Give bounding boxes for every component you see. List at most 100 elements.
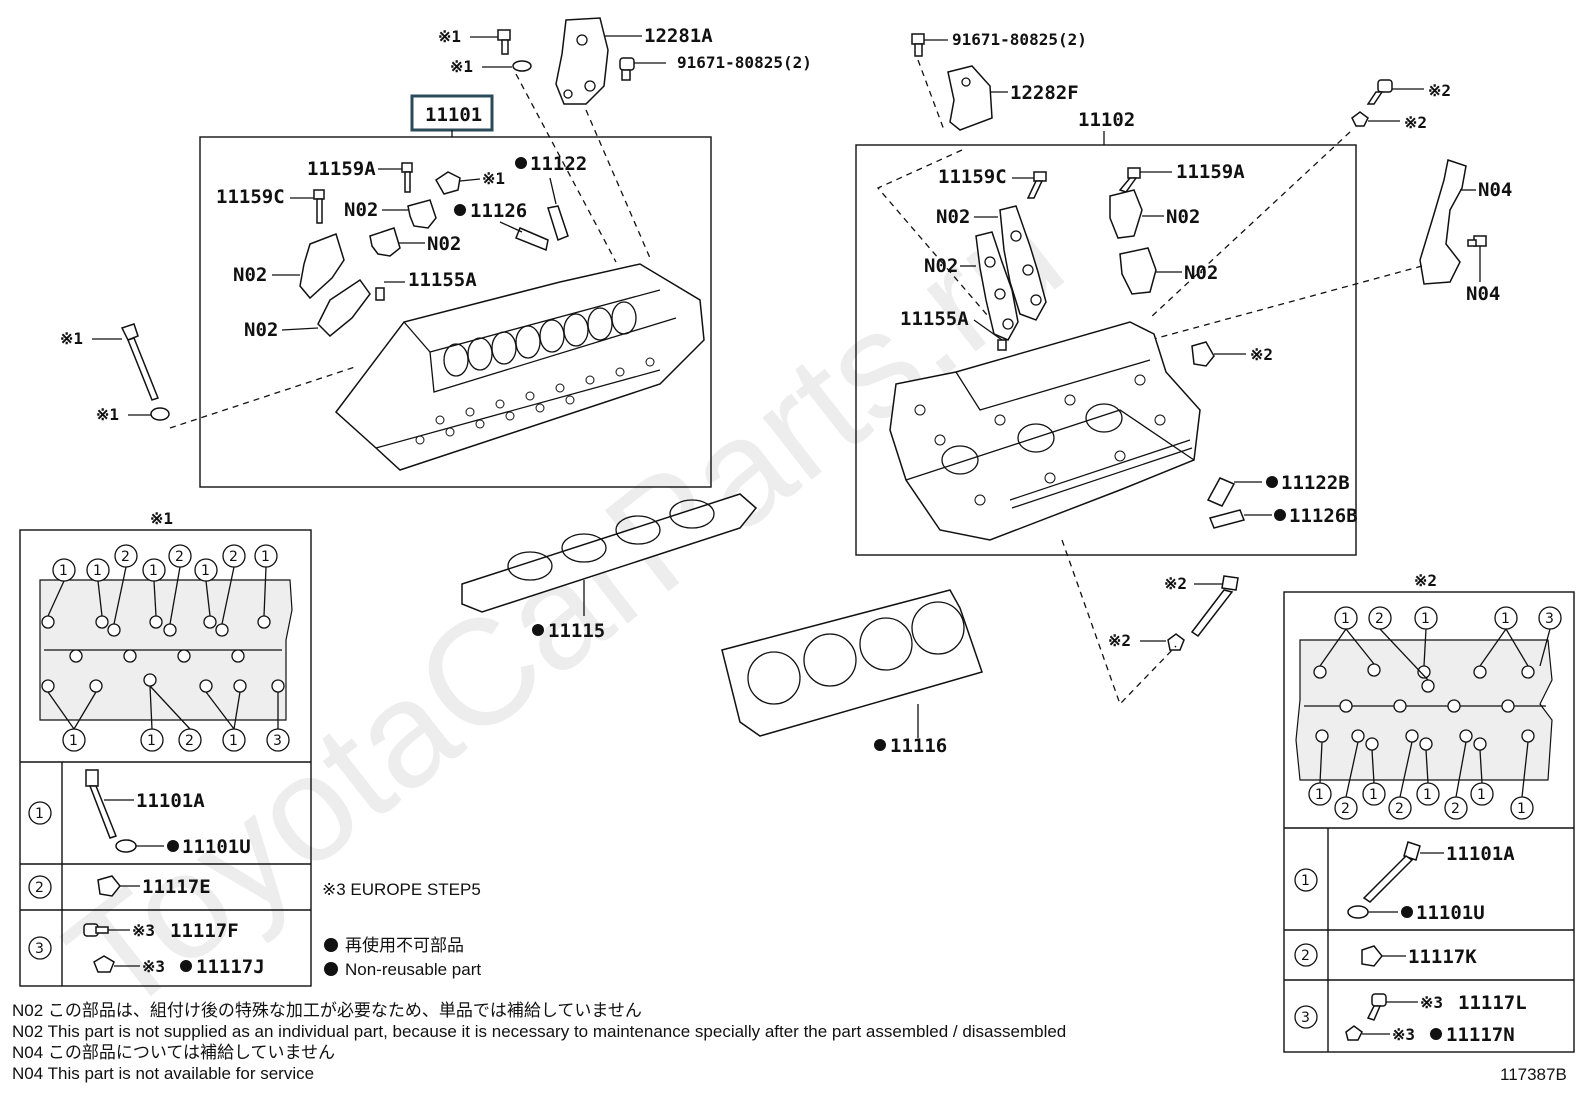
pin-icon[interactable] bbox=[997, 339, 1007, 351]
left-row1-washer[interactable]: 11101U bbox=[182, 836, 251, 858]
cam-cap-icon[interactable] bbox=[299, 233, 345, 300]
part-label-n02-r-a[interactable]: N02 bbox=[936, 206, 970, 228]
part-label-12282f[interactable]: 12282F bbox=[1010, 82, 1079, 104]
svg-text:2: 2 bbox=[185, 733, 194, 749]
long-bolt-icon[interactable] bbox=[1190, 575, 1239, 638]
right-row3-part-b[interactable]: 11117N bbox=[1446, 1024, 1515, 1046]
part-label-n04-a[interactable]: N04 bbox=[1478, 179, 1512, 201]
svg-text:1: 1 bbox=[1477, 787, 1486, 803]
bolt-icon[interactable] bbox=[497, 29, 511, 55]
right-row1-part[interactable]: 11101A bbox=[1446, 843, 1515, 865]
part-label-91671-a[interactable]: 91671-80825(2) bbox=[677, 53, 812, 72]
right-head-part-number[interactable]: 11102 bbox=[1078, 109, 1135, 131]
footnote-n02-en: N02 This part is not supplied as an indi… bbox=[12, 1022, 1066, 1041]
right-row2-part[interactable]: 11117K bbox=[1408, 946, 1477, 968]
left-row3-ref-a: ※3 bbox=[132, 921, 155, 940]
bolt-icon[interactable] bbox=[1118, 167, 1141, 193]
washer-icon[interactable] bbox=[150, 407, 170, 421]
head-gasket-11116-illustration[interactable] bbox=[721, 589, 983, 737]
washer-icon[interactable] bbox=[115, 839, 137, 853]
left-row1-part[interactable]: 11101A bbox=[136, 790, 205, 812]
bolt-icon[interactable] bbox=[1026, 171, 1047, 199]
bracket-12281a-icon[interactable] bbox=[555, 17, 609, 105]
bolt-icon[interactable] bbox=[911, 33, 925, 57]
right-row3-num: 3 bbox=[1301, 1010, 1310, 1026]
part-label-n02-a[interactable]: N02 bbox=[344, 199, 378, 221]
part-label-n02-r-d[interactable]: N02 bbox=[1184, 262, 1218, 284]
part-label-11155a-left[interactable]: 11155A bbox=[408, 269, 477, 291]
cap-nut-icon[interactable] bbox=[435, 171, 461, 195]
part-label-12281a[interactable]: 12281A bbox=[644, 25, 713, 47]
part-label-11159a-left[interactable]: 11159A bbox=[307, 158, 376, 180]
svg-text:2: 2 bbox=[1375, 611, 1384, 627]
part-label-11126b[interactable]: 11126B bbox=[1289, 505, 1358, 527]
ref-x1-washer: ※1 bbox=[450, 57, 473, 76]
left-row3-part-a[interactable]: 11117F bbox=[170, 920, 239, 942]
part-label-11159c-left[interactable]: 11159C bbox=[216, 186, 285, 208]
washer-icon[interactable] bbox=[1347, 905, 1369, 919]
part-label-n02-b[interactable]: N02 bbox=[427, 233, 461, 255]
washer-icon[interactable] bbox=[1351, 111, 1369, 127]
cam-cap-icon[interactable] bbox=[407, 199, 437, 229]
right-row1-washer[interactable]: 11101U bbox=[1416, 902, 1485, 924]
pipe-icon[interactable] bbox=[1208, 509, 1246, 529]
bracket-12282f-icon[interactable] bbox=[947, 65, 993, 131]
nut-icon[interactable] bbox=[93, 955, 115, 973]
nut-icon[interactable] bbox=[1345, 1025, 1363, 1041]
pipe-icon[interactable] bbox=[547, 205, 569, 241]
bolt-icon[interactable] bbox=[1366, 993, 1387, 1021]
part-label-11115[interactable]: 11115 bbox=[548, 620, 605, 642]
left-row3-part-b[interactable]: 11117J bbox=[196, 956, 265, 978]
pin-icon[interactable] bbox=[375, 287, 385, 301]
non-reusable-dot bbox=[515, 157, 527, 169]
right-row2-num: 2 bbox=[1301, 948, 1310, 964]
part-label-n02-r-b[interactable]: N02 bbox=[1166, 206, 1200, 228]
svg-text:1: 1 bbox=[261, 549, 270, 565]
part-label-n02-r-c[interactable]: N02 bbox=[924, 255, 958, 277]
non-reusable-dot bbox=[874, 739, 886, 751]
long-bolt-icon[interactable] bbox=[1362, 841, 1421, 903]
bolt-icon[interactable] bbox=[401, 162, 413, 193]
pipe-icon[interactable] bbox=[515, 227, 549, 252]
cam-cap-icon[interactable] bbox=[369, 227, 401, 257]
left-cylinder-head-illustration[interactable] bbox=[334, 263, 705, 471]
stud-icon[interactable] bbox=[1361, 945, 1383, 967]
left-row2-part[interactable]: 11117E bbox=[142, 876, 211, 898]
legend-dot-jp bbox=[324, 938, 338, 952]
part-label-n02-c[interactable]: N02 bbox=[233, 264, 267, 286]
part-label-11116[interactable]: 11116 bbox=[890, 735, 947, 757]
non-reusable-dot bbox=[1430, 1028, 1442, 1040]
right-cylinder-head-illustration[interactable] bbox=[889, 321, 1201, 541]
svg-text:1: 1 bbox=[69, 733, 78, 749]
bolt-icon[interactable] bbox=[313, 189, 325, 224]
pipe-icon[interactable] bbox=[1206, 477, 1236, 507]
head-gasket-11115-illustration[interactable] bbox=[461, 493, 758, 613]
plug-icon[interactable] bbox=[1191, 341, 1215, 367]
right-row1-num: 1 bbox=[1301, 873, 1310, 889]
long-bolt-icon[interactable] bbox=[85, 769, 117, 839]
stud-icon[interactable] bbox=[97, 875, 121, 897]
bolt-icon[interactable] bbox=[619, 57, 635, 81]
part-label-11122b[interactable]: 11122B bbox=[1281, 472, 1350, 494]
cam-cap-icon[interactable] bbox=[1109, 189, 1143, 239]
part-label-11159a-right[interactable]: 11159A bbox=[1176, 161, 1245, 183]
part-label-11122[interactable]: 11122 bbox=[530, 153, 587, 175]
right-head-bolt-pattern bbox=[1295, 639, 1553, 781]
right-row3-part-a[interactable]: 11117L bbox=[1458, 992, 1527, 1014]
part-label-n02-d[interactable]: N02 bbox=[244, 319, 278, 341]
part-label-11155a-right[interactable]: 11155A bbox=[900, 308, 969, 330]
hanger-n04-icon[interactable] bbox=[1419, 159, 1467, 285]
part-label-n04-b[interactable]: N04 bbox=[1466, 283, 1500, 305]
washer-icon[interactable] bbox=[512, 60, 532, 72]
left-head-part-number[interactable]: 11101 bbox=[425, 104, 482, 126]
long-bolt-icon[interactable] bbox=[120, 323, 159, 401]
bolt-icon[interactable] bbox=[1467, 235, 1487, 247]
washer-icon[interactable] bbox=[1167, 633, 1185, 651]
part-label-91671-b[interactable]: 91671-80825(2) bbox=[952, 30, 1087, 49]
bolt-icon[interactable] bbox=[1366, 79, 1393, 105]
part-label-11126[interactable]: 11126 bbox=[470, 200, 527, 222]
cam-cap-icon[interactable] bbox=[317, 278, 371, 338]
svg-text:2: 2 bbox=[1395, 801, 1404, 817]
cam-cap-icon[interactable] bbox=[1119, 247, 1157, 295]
part-label-11159c-right[interactable]: 11159C bbox=[938, 166, 1007, 188]
